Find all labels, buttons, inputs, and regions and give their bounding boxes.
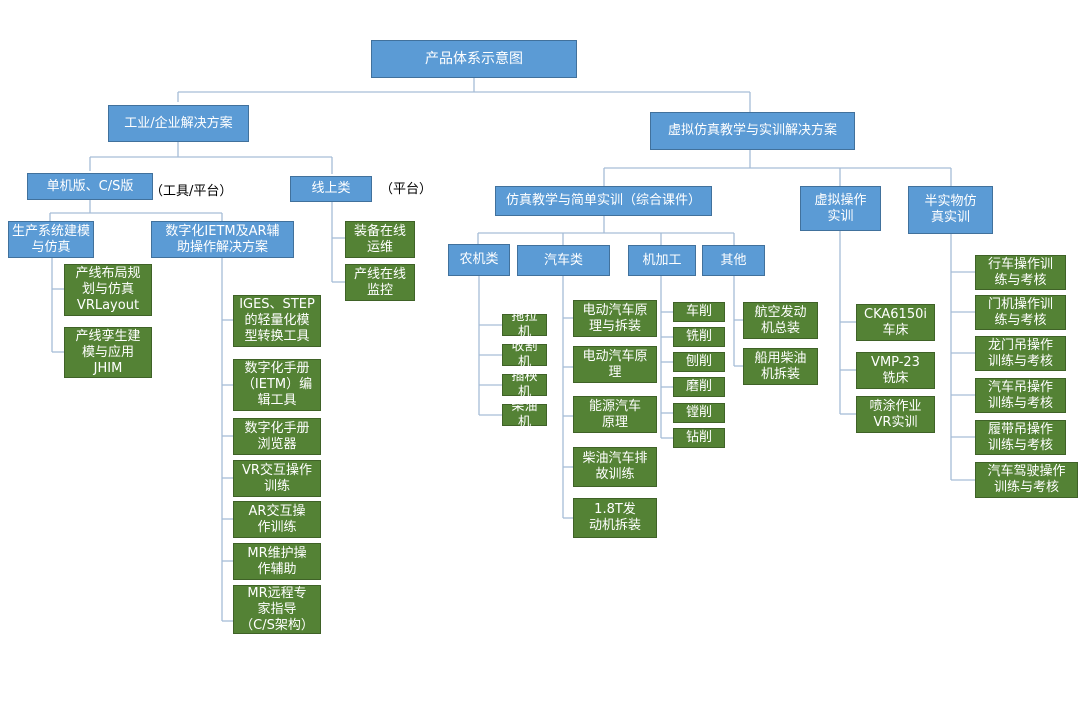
machining-item-turning: 车削 xyxy=(673,302,725,322)
machining-category-node: 机加工 xyxy=(628,245,696,276)
online-note: （平台） xyxy=(380,182,433,197)
auto-item-ev-disassembly: 电动汽车原 理与拆装 xyxy=(573,300,657,337)
virtual-ops-node: 虚拟操作 实训 xyxy=(800,186,881,231)
vops-item-lathe: CKA6150i 车床 xyxy=(856,304,935,341)
semi-item-crane-ops: 行车操作训 练与考核 xyxy=(975,255,1066,290)
semi-item-crawler-crane-ops: 履带吊操作 训练与考核 xyxy=(975,420,1066,455)
machining-item-planing: 刨削 xyxy=(673,352,725,372)
industrial-solution-node: 工业/企业解决方案 xyxy=(108,105,249,142)
semi-item-gantry-ops: 门机操作训 练与考核 xyxy=(975,295,1066,330)
machining-item-drilling: 钻削 xyxy=(673,428,725,448)
virtual-solution-node: 虚拟仿真教学与实训解决方案 xyxy=(650,112,855,150)
auto-item-energy-vehicle: 能源汽车 原理 xyxy=(573,396,657,433)
ietm-item-mr-remote: MR远程专 家指导 （C/S架构） xyxy=(233,585,321,634)
semi-physical-node: 半实物仿 真实训 xyxy=(908,186,993,234)
auto-item-engine-disassembly: 1.8T发 动机拆装 xyxy=(573,498,657,538)
ietm-item-mr-maintenance: MR维护操 作辅助 xyxy=(233,543,321,580)
machining-item-boring: 镗削 xyxy=(673,403,725,423)
agri-item-tractor: 拖拉机 xyxy=(502,309,547,340)
online-item-equipment: 装备在线 运维 xyxy=(345,221,415,258)
standalone-node: 单机版、C/S版 xyxy=(27,173,153,200)
ietm-item-manual-browser: 数字化手册 浏览器 xyxy=(233,418,321,455)
online-node: 线上类 xyxy=(290,176,372,202)
agri-item-transplanter: 插秧机 xyxy=(502,369,547,400)
vops-item-spray-vr: 喷涂作业 VR实训 xyxy=(856,396,935,433)
ietm-item-ar-training: AR交互操 作训练 xyxy=(233,501,321,538)
ietm-item-model-converter: IGES、STEP 的轻量化模 型转换工具 xyxy=(233,295,321,347)
production-modeling-node: 生产系统建模 与仿真 xyxy=(8,221,94,258)
semi-item-driving-ops: 汽车驾驶操作 训练与考核 xyxy=(975,462,1078,498)
teaching-node: 仿真教学与简单实训（综合课件） xyxy=(495,186,712,216)
online-item-production-line: 产线在线 监控 xyxy=(345,264,415,301)
digital-ietm-node: 数字化IETM及AR辅 助操作解决方案 xyxy=(151,221,294,258)
other-item-aero-engine: 航空发动 机总装 xyxy=(743,302,818,339)
vops-item-milling-machine: VMP-23 铣床 xyxy=(856,352,935,389)
auto-item-diesel-fault: 柴油汽车排 故训练 xyxy=(573,447,657,487)
machining-item-grinding: 磨削 xyxy=(673,377,725,397)
agri-item-harvester: 收割机 xyxy=(502,339,547,370)
semi-item-truck-crane-ops: 汽车吊操作 训练与考核 xyxy=(975,378,1066,413)
other-item-marine-diesel: 船用柴油 机拆装 xyxy=(743,348,818,385)
agri-category-node: 农机类 xyxy=(448,244,510,276)
agri-item-diesel-engine: 柴油机 xyxy=(502,399,547,430)
auto-category-node: 汽车类 xyxy=(517,245,610,276)
other-category-node: 其他 xyxy=(702,245,765,276)
auto-item-ev-principle: 电动汽车原 理 xyxy=(573,346,657,383)
machining-item-milling: 铣削 xyxy=(673,327,725,347)
standalone-note: （工具/平台） xyxy=(150,184,233,199)
modeling-item-jhim: 产线孪生建 模与应用 JHIM xyxy=(64,327,152,378)
root-node: 产品体系示意图 xyxy=(371,40,577,78)
modeling-item-vrlayout: 产线布局规 划与仿真 VRLayout xyxy=(64,264,152,316)
ietm-item-vr-training: VR交互操作 训练 xyxy=(233,460,321,497)
semi-item-gantry-crane-ops: 龙门吊操作 训练与考核 xyxy=(975,336,1066,371)
ietm-item-manual-editor: 数字化手册 （IETM）编 辑工具 xyxy=(233,359,321,411)
